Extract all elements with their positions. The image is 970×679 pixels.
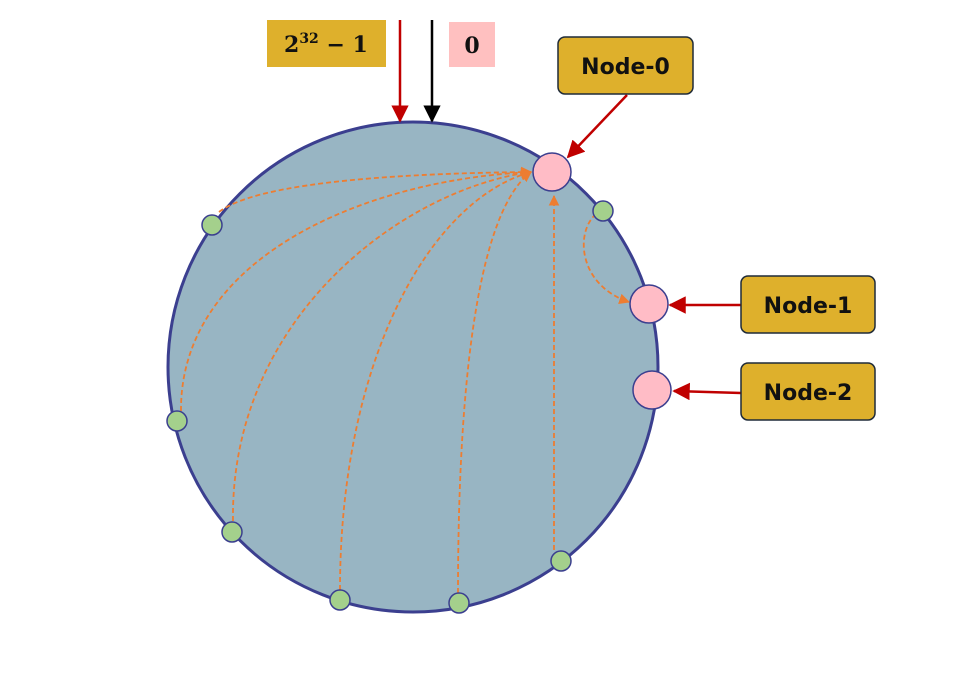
hash-ring: [166, 120, 660, 614]
zero-label: 0: [464, 33, 479, 59]
node-0-pointer-arrow: [566, 94, 628, 159]
max-hash-marker: 232 − 1: [267, 20, 409, 123]
zero-hash-marker: 0: [423, 20, 495, 123]
mapping-arrow: [232, 167, 533, 522]
node-1-box: [740, 275, 876, 334]
zero-label-box: [449, 22, 495, 67]
node-2-pointer-arrow: [672, 382, 742, 401]
key-point: [329, 589, 351, 611]
mapping-arrow: [457, 171, 532, 594]
node-2-label: Node-2: [764, 381, 853, 406]
server-points: [532, 152, 672, 410]
key-point: [448, 592, 470, 614]
key-mapping-arrows: [180, 166, 631, 594]
key-point: [592, 200, 614, 222]
server-point-node-0: [532, 152, 572, 192]
node-0-callout: Node-0: [557, 36, 694, 159]
mapping-arrow: [339, 169, 533, 591]
key-point: [550, 550, 572, 572]
node-0-label: Node-0: [581, 55, 670, 80]
max-hash-exponent: 32: [299, 31, 318, 47]
max-hash-label-box: [267, 20, 386, 67]
node-2-box: [740, 362, 876, 421]
node-1-label: Node-1: [764, 294, 853, 319]
key-point: [166, 410, 188, 432]
mapping-arrow: [180, 167, 533, 412]
max-hash-tail: − 1: [319, 32, 368, 58]
key-points: [166, 200, 614, 614]
mapping-arrow: [582, 213, 631, 305]
key-point: [221, 521, 243, 543]
key-point: [201, 214, 223, 236]
node-1-callout: Node-1: [668, 275, 876, 334]
node-0-box: [557, 36, 694, 95]
mapping-arrow: [218, 166, 533, 213]
server-point-node-1: [629, 284, 669, 324]
max-hash-base: 2: [284, 32, 299, 58]
node-2-callout: Node-2: [672, 362, 876, 421]
server-point-node-2: [632, 370, 672, 410]
svg-text:232 − 1: 232 − 1: [284, 31, 368, 58]
